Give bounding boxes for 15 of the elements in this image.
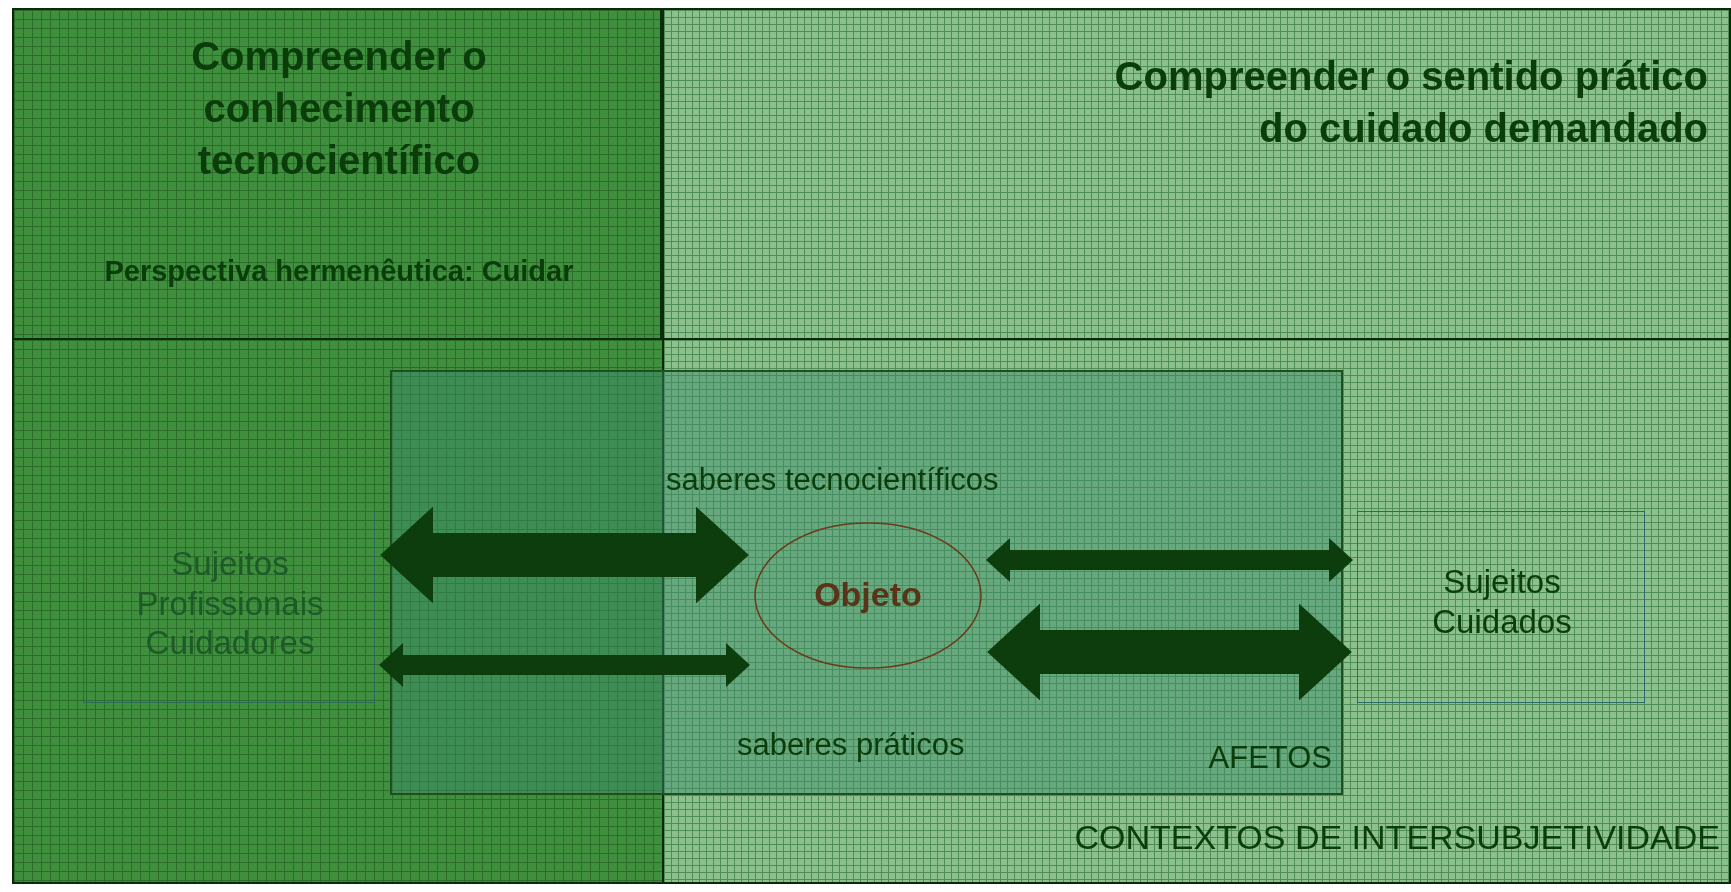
knowledge-label: saberes práticos bbox=[737, 727, 965, 762]
header-panel bbox=[662, 8, 1731, 340]
affect-label: AFETOS bbox=[1208, 740, 1332, 775]
header-panel bbox=[12, 8, 662, 340]
subject-box bbox=[83, 511, 375, 703]
knowledge-label: saberes tecnocientíficos bbox=[666, 462, 999, 497]
subheading: Perspectiva hermenêutica: Cuidar bbox=[104, 255, 574, 287]
context-label: CONTEXTOS DE INTERSUBJETIVIDADE bbox=[1074, 818, 1720, 856]
object-ellipse bbox=[754, 522, 982, 669]
subject-label: Sujeitos Cuidados bbox=[1432, 563, 1572, 640]
heading: Compreender o sentido prático do cuidado demandado bbox=[1114, 54, 1708, 150]
heading: Compreender o conhecimento tecnocientífico bbox=[191, 34, 487, 182]
object-label: Objeto bbox=[814, 575, 922, 613]
subject-box bbox=[1357, 511, 1645, 703]
knowledge-box bbox=[390, 370, 1343, 795]
